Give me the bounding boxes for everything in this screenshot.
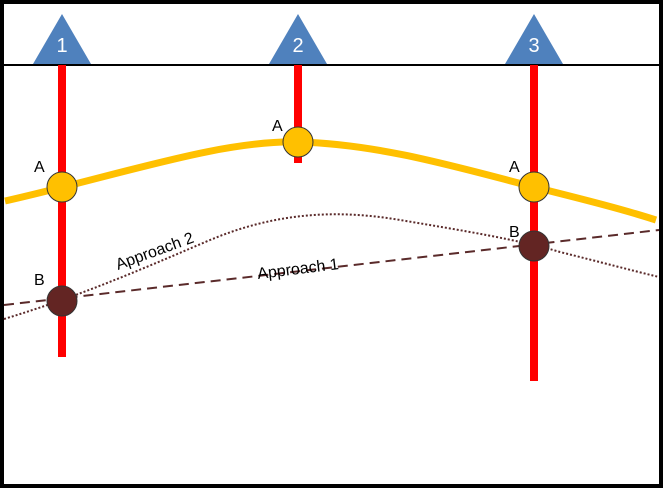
- well-1-b-label: B: [34, 272, 45, 289]
- well-2-label: 2: [292, 35, 303, 57]
- approach-2-curve: [3, 213, 660, 320]
- well-1-marker-icon: [33, 14, 91, 64]
- well-3-a-label: A: [509, 159, 520, 176]
- approach-1-line: [3, 229, 660, 306]
- well-2-a-label: A: [272, 118, 283, 135]
- well-2-marker-icon: [269, 14, 327, 64]
- well-2-point-a: [282, 126, 314, 158]
- well-3-label: 3: [528, 35, 539, 57]
- well-1-a-label: A: [34, 159, 45, 176]
- well-1-label: 1: [56, 35, 67, 57]
- well-1-point-a: [46, 171, 78, 203]
- horizon-a-curve: [4, 138, 658, 224]
- well-3-point-b: [518, 230, 550, 262]
- well-3-marker-icon: [505, 14, 563, 64]
- well-3-point-a: [518, 171, 550, 203]
- well-3-b-label: B: [509, 224, 520, 241]
- well-1-point-b: [46, 285, 78, 317]
